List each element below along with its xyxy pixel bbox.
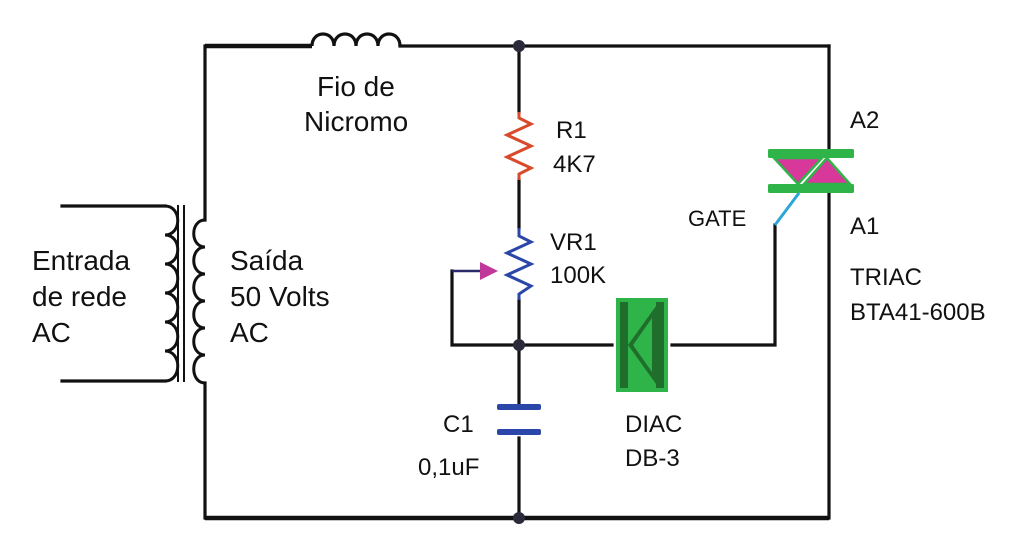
triac-top-bar (768, 149, 854, 158)
c1-plate-bottom (497, 429, 541, 435)
vr1-name-label: VR1 (550, 229, 597, 256)
diac-triangle-inner (633, 318, 652, 372)
input-label-line2: de rede (32, 281, 127, 312)
transformer-secondary-coil (192, 218, 206, 385)
vr1-potentiometer (503, 228, 535, 300)
triac-bottom-bar (768, 184, 854, 193)
c1-plate-top (497, 404, 541, 410)
r1-name-label: R1 (556, 117, 587, 144)
diac (616, 298, 668, 392)
vr1-value-label: 100K (550, 262, 606, 289)
triac-triangle-down (771, 156, 825, 186)
output-label-line1: Saída (230, 245, 304, 276)
labels: Entrada de rede AC Saída 50 Volts AC Fio… (32, 71, 986, 481)
r1-value-label: 4K7 (553, 151, 596, 178)
c1-value-label: 0,1uF (418, 454, 479, 481)
a1-label: A1 (850, 213, 879, 240)
diac-name-label: DIAC (625, 411, 682, 438)
transformer-primary-coil (164, 204, 180, 383)
output-label-line2: 50 Volts (230, 281, 330, 312)
c1-capacitor (497, 404, 541, 435)
junction-dot-bottom (513, 512, 525, 524)
triac-part-label: BTA41-600B (850, 299, 986, 326)
c1-name-label: C1 (443, 411, 474, 438)
wire-diac-to-gate (670, 223, 777, 347)
triac (768, 149, 854, 226)
gate-label: GATE (688, 206, 746, 231)
nichrome-label-line1: Fio de (317, 71, 395, 102)
input-label-line3: AC (32, 317, 71, 348)
transformer (164, 204, 206, 385)
a2-label: A2 (850, 107, 879, 134)
output-label-line3: AC (230, 317, 269, 348)
triac-name-label: TRIAC (850, 264, 922, 291)
diac-part-label: DB-3 (625, 445, 680, 472)
nichrome-label-line2: Nicromo (304, 106, 408, 137)
vr1-wiper-arrow (480, 262, 498, 280)
diac-bar-right (656, 302, 664, 388)
junction-dot-middle (513, 339, 525, 351)
input-label-line1: Entrada (32, 245, 130, 276)
wire-wiper-loop (450, 269, 521, 347)
triac-triangle-up (801, 156, 853, 186)
nichrome-inductor (310, 32, 402, 47)
diac-bar-left (620, 302, 628, 388)
junction-dot-top (513, 40, 525, 52)
r1-resistor (503, 112, 535, 180)
triac-gate-lead (773, 192, 801, 226)
junctions (513, 40, 525, 524)
